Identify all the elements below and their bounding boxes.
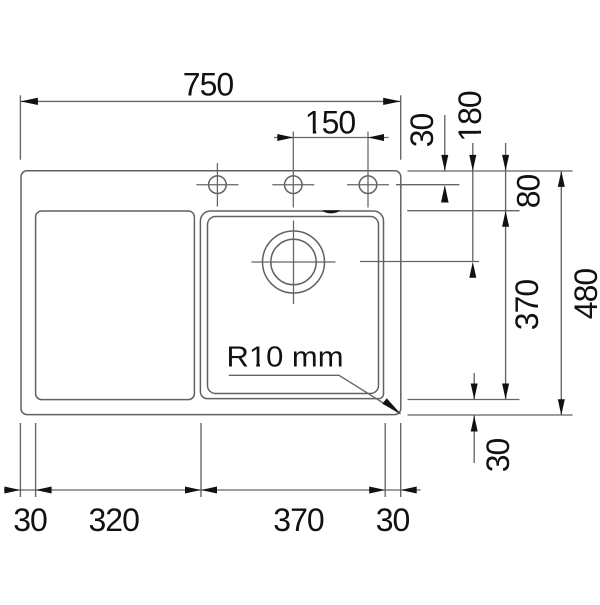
svg-text:370: 370 bbox=[273, 502, 324, 538]
svg-text:150: 150 bbox=[305, 105, 356, 141]
svg-text:30: 30 bbox=[376, 502, 410, 538]
svg-text:750: 750 bbox=[183, 67, 234, 103]
svg-text:R10 mm: R10 mm bbox=[227, 342, 344, 374]
svg-text:80: 80 bbox=[511, 175, 547, 209]
svg-text:370: 370 bbox=[509, 280, 545, 331]
svg-text:30: 30 bbox=[404, 114, 440, 148]
svg-text:480: 480 bbox=[568, 269, 600, 320]
svg-text:30: 30 bbox=[480, 439, 516, 473]
svg-text:30: 30 bbox=[13, 502, 47, 538]
svg-text:320: 320 bbox=[89, 502, 140, 538]
svg-text:180: 180 bbox=[452, 91, 488, 142]
